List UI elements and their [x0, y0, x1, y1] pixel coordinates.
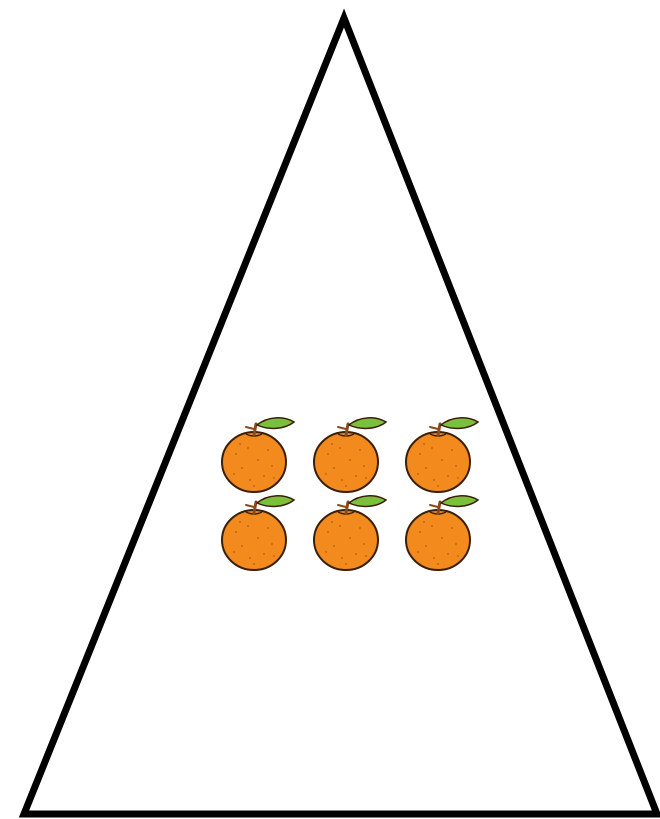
- peel-dot: [331, 521, 333, 523]
- peel-dot: [365, 477, 367, 479]
- peel-dot: [341, 479, 343, 481]
- triangle-shape: [24, 18, 657, 814]
- peel-dot: [331, 443, 333, 445]
- peel-dot: [345, 563, 347, 565]
- peel-dot: [235, 531, 237, 533]
- peel-dot: [267, 527, 269, 529]
- peel-dot: [433, 479, 435, 481]
- peel-dot: [247, 447, 249, 449]
- peel-dot: [363, 543, 365, 545]
- peel-dot: [241, 467, 243, 469]
- peel-dot: [327, 531, 329, 533]
- peel-dot: [349, 537, 351, 539]
- peel-dot: [257, 537, 259, 539]
- peel-dot: [339, 447, 341, 449]
- peel-dot: [419, 453, 421, 455]
- peel-dot: [423, 443, 425, 445]
- peel-dot: [345, 485, 347, 487]
- peel-dot: [339, 525, 341, 527]
- orange-body: [314, 510, 378, 570]
- peel-dot: [273, 555, 275, 557]
- peel-dot: [359, 527, 361, 529]
- peel-dot: [419, 531, 421, 533]
- peel-dot: [333, 467, 335, 469]
- peel-dot: [365, 555, 367, 557]
- peel-dot: [447, 553, 449, 555]
- peel-dot: [235, 453, 237, 455]
- peel-dot: [425, 467, 427, 469]
- peel-dot: [451, 449, 453, 451]
- peel-dot: [457, 477, 459, 479]
- peel-dot: [437, 485, 439, 487]
- peel-dot: [431, 525, 433, 527]
- peel-dot: [447, 475, 449, 477]
- peel-dot: [273, 477, 275, 479]
- peel-dot: [355, 475, 357, 477]
- peel-dot: [239, 443, 241, 445]
- peel-dot: [441, 537, 443, 539]
- orange-body: [222, 432, 286, 492]
- peel-dot: [457, 555, 459, 557]
- peel-dot: [349, 459, 351, 461]
- peel-dot: [247, 525, 249, 527]
- peel-dot: [433, 557, 435, 559]
- peel-dot: [257, 459, 259, 461]
- peel-dot: [355, 553, 357, 555]
- orange-body: [406, 432, 470, 492]
- peel-dot: [271, 465, 273, 467]
- peel-dot: [263, 553, 265, 555]
- peel-dot: [455, 543, 457, 545]
- peel-dot: [325, 473, 327, 475]
- peel-dot: [363, 465, 365, 467]
- peel-dot: [451, 527, 453, 529]
- peel-dot: [341, 557, 343, 559]
- peel-dot: [359, 449, 361, 451]
- peel-dot: [425, 545, 427, 547]
- peel-dot: [233, 473, 235, 475]
- peel-dot: [239, 521, 241, 523]
- peel-dot: [267, 449, 269, 451]
- peel-dot: [431, 447, 433, 449]
- peel-dot: [423, 521, 425, 523]
- orange-body: [314, 432, 378, 492]
- orange-body: [406, 510, 470, 570]
- peel-dot: [249, 479, 251, 481]
- orange-body: [222, 510, 286, 570]
- peel-dot: [327, 453, 329, 455]
- peel-dot: [253, 485, 255, 487]
- peel-dot: [417, 551, 419, 553]
- peel-dot: [253, 563, 255, 565]
- peel-dot: [437, 563, 439, 565]
- peel-dot: [241, 545, 243, 547]
- peel-dot: [233, 551, 235, 553]
- peel-dot: [441, 459, 443, 461]
- peel-dot: [249, 557, 251, 559]
- peel-dot: [325, 551, 327, 553]
- peel-dot: [455, 465, 457, 467]
- peel-dot: [417, 473, 419, 475]
- peel-dot: [263, 475, 265, 477]
- peel-dot: [333, 545, 335, 547]
- peel-dot: [271, 543, 273, 545]
